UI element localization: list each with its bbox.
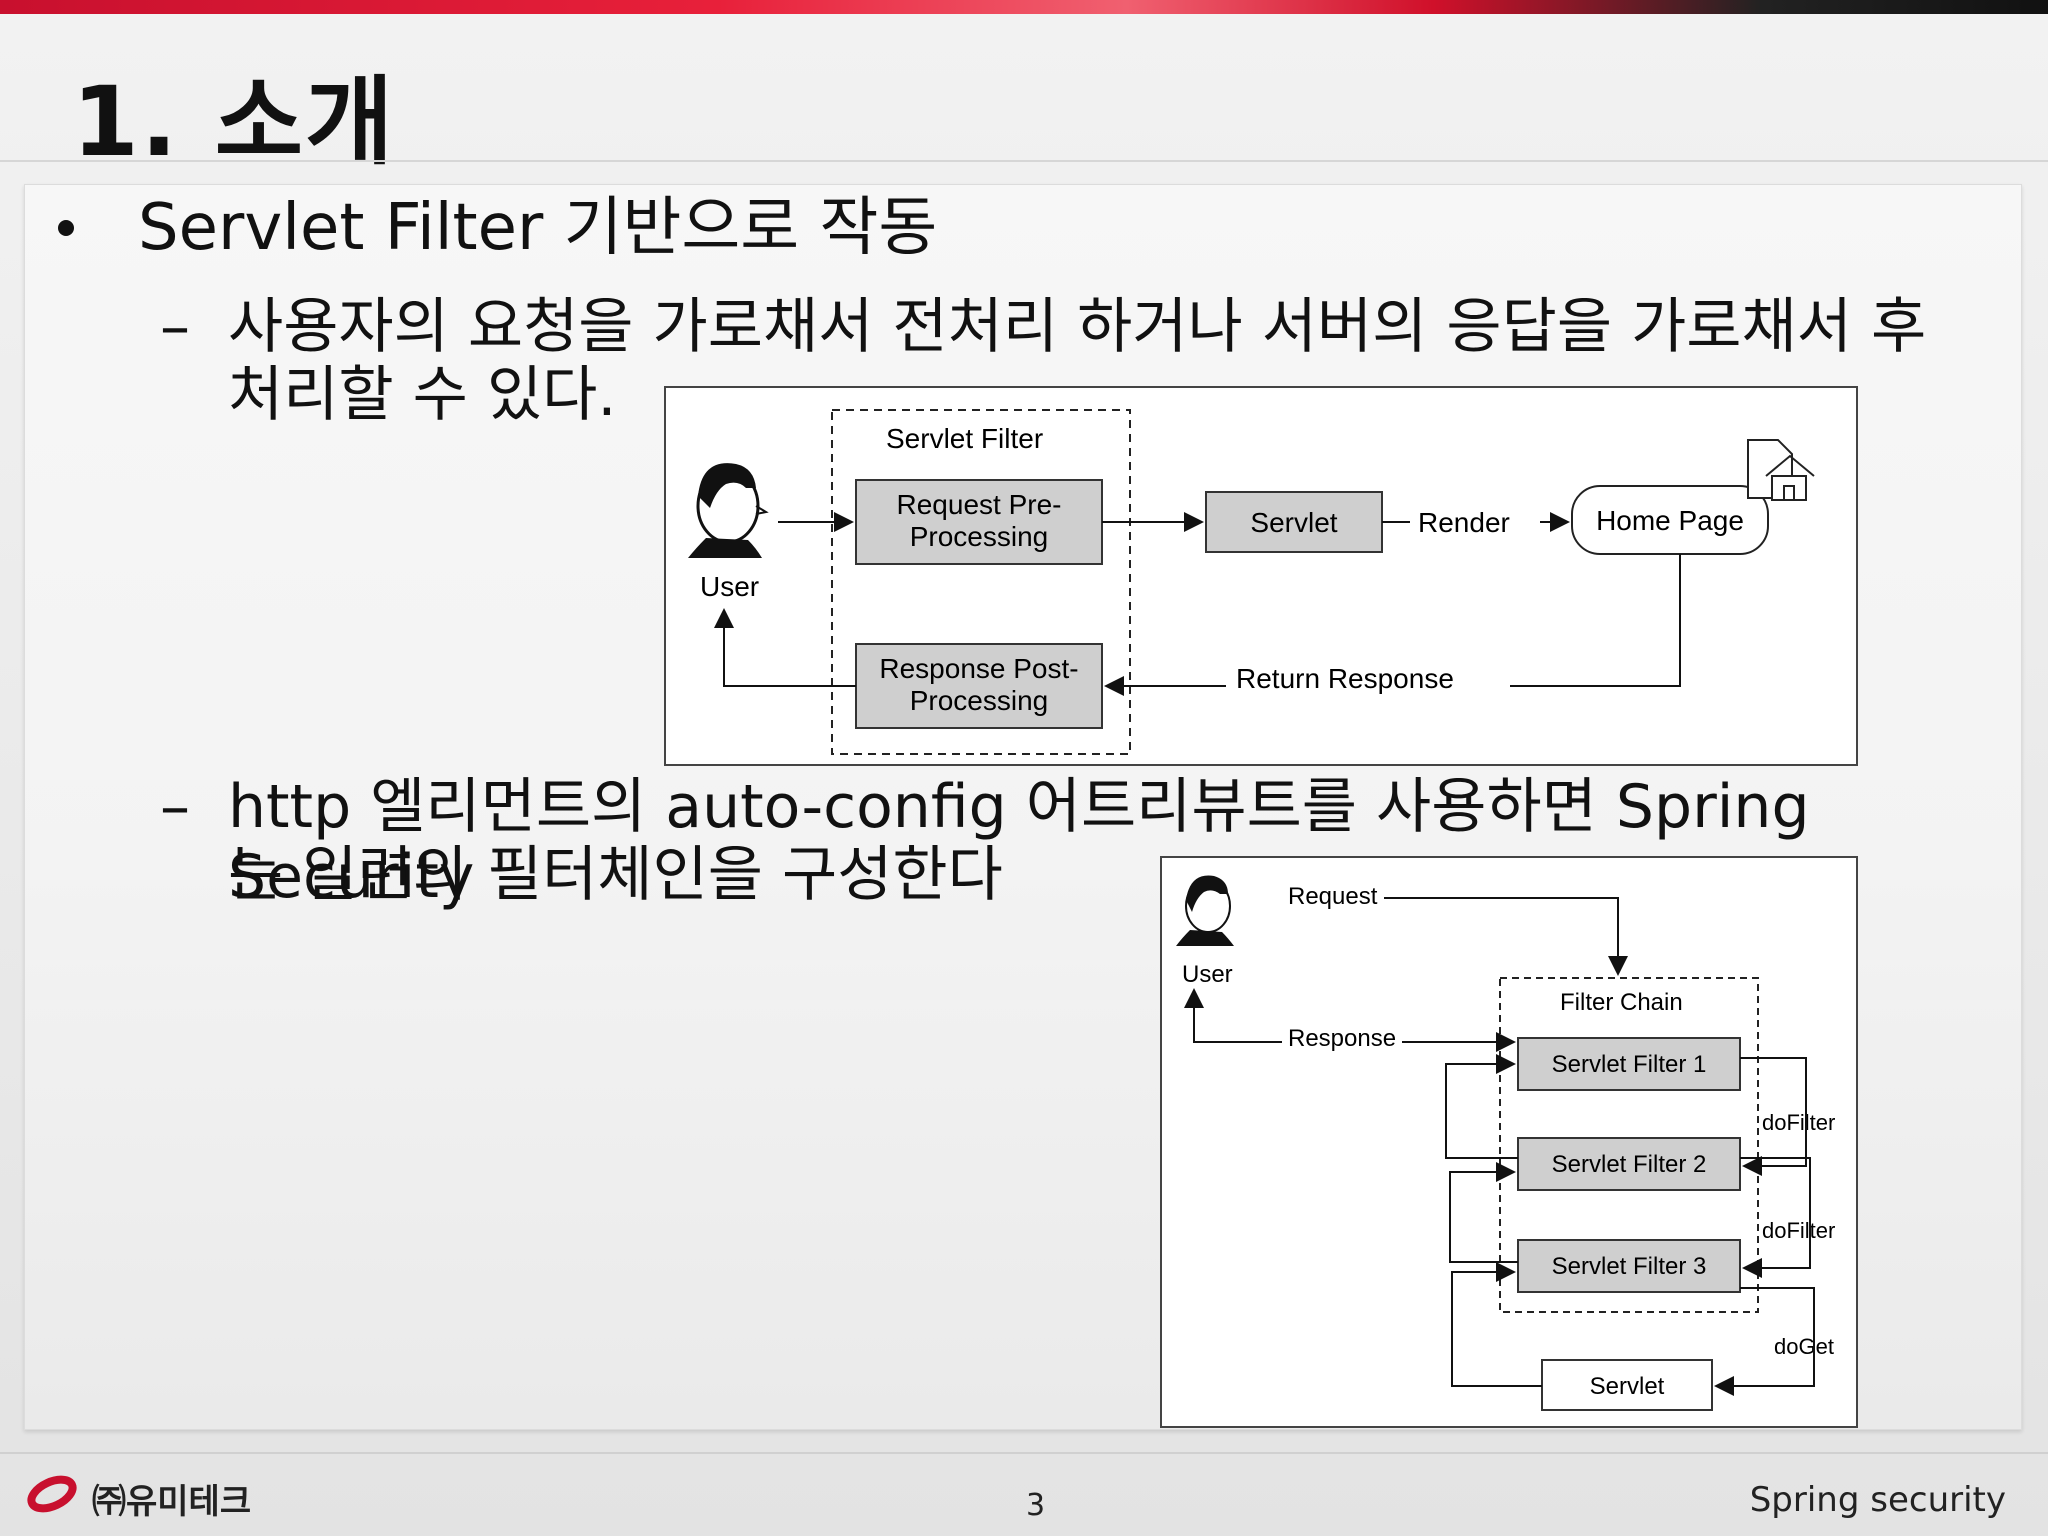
- servlet-box: [1541, 1359, 1713, 1411]
- filter-group-label: Servlet Filter: [886, 423, 1043, 454]
- arrow-request-to-chain: [1384, 897, 1628, 976]
- servlet-box: [1205, 491, 1383, 553]
- arrow-response-to-user: [1184, 988, 1282, 1043]
- arrow-return-to-filter-1: [1445, 1054, 1518, 1159]
- arrow-dofilter-1: [1740, 1057, 1807, 1176]
- page-number: 3: [1026, 1488, 1046, 1523]
- title-divider: [0, 160, 2048, 162]
- slide-title: 1. 소개: [72, 66, 396, 178]
- bullet-text-1: Servlet Filter 기반으로 작동: [138, 191, 938, 265]
- return-response-label: Return Response: [1236, 663, 1454, 694]
- footer-divider: [0, 1452, 2048, 1454]
- servlet-filter-1-box: [1517, 1037, 1741, 1091]
- arrow-doget: [1714, 1287, 1815, 1396]
- dofilter-label-1: doFilter: [1762, 1110, 1835, 1135]
- user-label: User: [1182, 961, 1233, 988]
- filter-group-box: [831, 409, 1131, 755]
- company-name: ㈜유미테크: [92, 1482, 252, 1522]
- user-icon: [1176, 875, 1234, 946]
- sub-bullet-1-line-1: 사용자의 요청을 가로채서 전처리 하거나 서버의 응답을 가로채서 후: [228, 292, 1927, 362]
- request-preprocessing-box: [855, 479, 1103, 565]
- servlet-filter-3-label: Servlet Filter 3: [1552, 1253, 1707, 1280]
- user-label: User: [700, 571, 759, 602]
- pre-label-1: Request Pre-: [897, 489, 1062, 520]
- sub-dash-2: –: [160, 772, 190, 842]
- post-label-2: Processing: [910, 685, 1049, 716]
- sub-dash-1: –: [160, 292, 190, 362]
- home-document-icon: [1747, 439, 1815, 501]
- top-accent-bar: [0, 0, 2048, 14]
- line-home-return: [1510, 554, 1681, 687]
- dofilter-label-2: doFilter: [1762, 1218, 1835, 1243]
- home-page-box: [1571, 485, 1769, 555]
- servlet-filter-2-box: [1517, 1137, 1741, 1191]
- arrow-return-to-filter-3: [1451, 1262, 1542, 1387]
- response-label: Response: [1288, 1025, 1396, 1052]
- filter-chain-box: [1499, 977, 1759, 1313]
- servlet-filter-1-label: Servlet Filter 1: [1552, 1051, 1707, 1078]
- arrow-post-to-user: [714, 608, 856, 687]
- doget-label: doGet: [1774, 1334, 1834, 1359]
- sub-bullet-2-line-2: 는 일련의 필터체인을 구성한다: [228, 840, 1003, 910]
- servlet-filter-2-label: Servlet Filter 2: [1552, 1151, 1707, 1178]
- servlet-filter-3-box: [1517, 1239, 1741, 1293]
- filter-chain-label: Filter Chain: [1560, 989, 1683, 1016]
- sub-bullet-2-line-1: http 엘리먼트의 auto-config 어트리뷰트를 사용하면 Sprin…: [228, 772, 1810, 912]
- post-label-1: Response Post-: [879, 653, 1078, 684]
- filter-chain-diagram: User Request Response Filter Chain Servl…: [1160, 856, 1858, 1428]
- arrow-return-to-filter-2: [1449, 1162, 1518, 1263]
- sub-bullet-1-line-2: 처리할 수 있다.: [228, 360, 617, 430]
- company-logo-icon: [27, 1475, 77, 1513]
- servlet-label: Servlet: [1590, 1373, 1665, 1400]
- servlet-filter-diagram: User Servlet Filter Request Pre- Process…: [664, 386, 1858, 766]
- request-label: Request: [1288, 883, 1378, 910]
- home-page-label: Home Page: [1596, 505, 1744, 536]
- pre-label-2: Processing: [910, 521, 1049, 552]
- bullet-dot: [58, 220, 74, 236]
- arrow-dofilter-2: [1740, 1157, 1811, 1278]
- render-label: Render: [1418, 507, 1510, 538]
- user-icon: [688, 463, 769, 558]
- servlet-label: Servlet: [1250, 507, 1337, 538]
- footer-subject: Spring security: [1749, 1480, 2006, 1520]
